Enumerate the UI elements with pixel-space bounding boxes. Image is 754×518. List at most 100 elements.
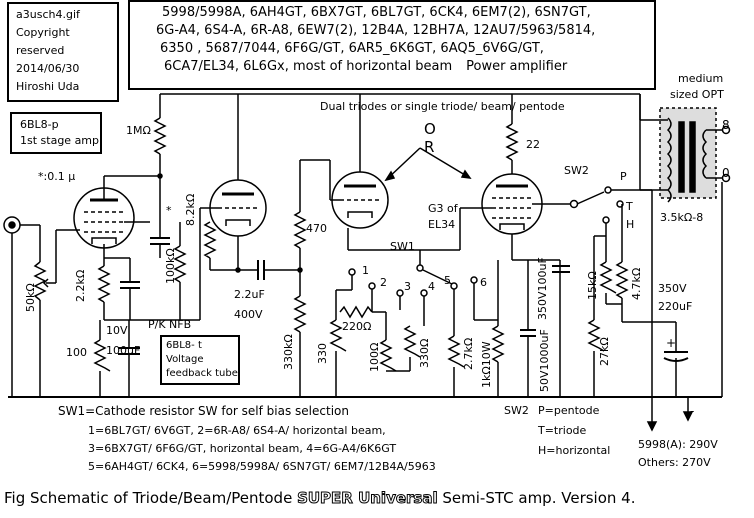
label-r-22: 22 [526, 138, 540, 151]
tube-list-line-4: 6CA7/EL34, 6L6Gx, most of horizontal bea… [164, 58, 567, 75]
resistor-8k2 [203, 221, 217, 259]
feedback-tube-desc: feedback tube [166, 368, 238, 379]
sw2-desc-triode: T=triode [538, 424, 587, 437]
sw2-desc-horizontal: H=horizontal [538, 444, 611, 457]
resistor-100b [379, 339, 397, 372]
label-sw2-h: H [626, 218, 635, 231]
resistor-330b [403, 325, 421, 358]
sw2-pos-h [602, 216, 610, 224]
label-opt-impedance: 3.5kΩ-8 [660, 211, 704, 224]
label-c-50v1000u: 50V1000uF [538, 329, 551, 392]
resistor-4k7 [615, 261, 629, 299]
label-v-350: 350V [658, 282, 687, 295]
label-r-330a: 330 [316, 343, 329, 364]
label-star: * [166, 204, 172, 217]
label-sw2-p: P [620, 170, 627, 183]
tube-list-line-2: 6G-A4, 6S4-A, 6R-A8, 6EW7(2), 12B4A, 12B… [156, 23, 596, 38]
resistor-220 [339, 305, 373, 319]
caption-emphasis: SUPER Universal [297, 489, 439, 508]
label-r-27k-b: 27kΩ [598, 337, 611, 366]
voltage-others: Others: 270V [638, 456, 711, 469]
tube-list-box: 5998/5998A, 6AH4GT, 6BX7GT, 6BL7GT, 6CK4… [128, 0, 656, 90]
label-g3-2: EL34 [428, 218, 456, 231]
label-r-8k2: 8.2kΩ [184, 193, 197, 226]
label-r-330k: 330kΩ [282, 334, 295, 370]
label-sw1: SW1 [390, 240, 415, 253]
label-c-100u: 100uF [106, 344, 141, 357]
resistor-15k [599, 261, 617, 294]
sw1-common [416, 264, 424, 272]
label-r-470: 470 [306, 222, 327, 235]
opt-outline [659, 107, 717, 199]
label-dual-triodes: Dual triodes or single triode/ beam/ pen… [320, 100, 565, 113]
label-sw2: SW2 [564, 164, 589, 177]
feedback-tube-box: 6BL8- t Voltage feedback tube [160, 335, 240, 385]
label-r-15k: 15kΩ [586, 271, 599, 300]
sw1-pos-1 [348, 268, 356, 276]
first-stage-desc: 1st stage amp [20, 134, 100, 147]
sw1-note-2: 3=6BX7GT/ 6F6G/GT, horizontal beam, 4=6G… [88, 442, 397, 455]
opt-core-right [689, 121, 696, 193]
label-r-50k: 50kΩ [24, 283, 37, 312]
label-r-100b: 100Ω [368, 342, 381, 372]
voltage-5998: 5998(A): 290V [638, 438, 718, 451]
label-r-100: 100 [66, 346, 87, 359]
label-r-220: 220Ω [342, 320, 372, 333]
label-r-100k: 100kΩ [164, 248, 177, 284]
label-o: O [424, 120, 436, 138]
info-copyright-1: Copyright [16, 26, 70, 39]
info-box: a3usch4.gif Copyright reserved 2014/06/3… [7, 2, 119, 102]
sw1-note-1: 1=6BL7GT/ 6V6GT, 2=6R-A8/ 6S4-A/ horizon… [88, 424, 386, 437]
label-c-2u2: 2.2uF [234, 288, 265, 301]
feedback-tube-voltage: Voltage [166, 354, 204, 365]
sw2-common [569, 199, 579, 209]
sw2-pos-t [616, 200, 624, 208]
info-copyright-2: reserved [16, 44, 65, 57]
tube-list-line-4-tail: Power amplifier [466, 59, 568, 74]
label-out-eight: 8 [722, 118, 730, 132]
info-filename: a3usch4.gif [16, 8, 80, 21]
label-sw1-6: 6 [480, 276, 487, 289]
out-terminal-8 [721, 125, 731, 135]
tube-list-line-3: 6350 , 5687/7044, 6F6G/GT, 6AR5_6K6GT, 6… [160, 41, 544, 56]
resistor-330a [329, 319, 347, 352]
caption-suffix: Semi-STC amp. Version 4. [437, 489, 636, 507]
sw1-pos-3 [396, 289, 404, 297]
label-r-1k10w: 1kΩ10W [480, 341, 493, 388]
sw1-note-3: 5=6AH4GT/ 6CK4, 6=5998/5998A/ 6SN7GT/ 6E… [88, 460, 436, 473]
out-terminal-0 [721, 173, 731, 183]
sw1-pos-2 [368, 282, 376, 290]
sw1-pos-6 [470, 276, 478, 284]
figure-caption: Fig Schematic of Triode/Beam/Pentode SUP… [4, 488, 635, 508]
label-cap-0-1: *:0.1 μ [38, 170, 76, 183]
label-pk-nfb: P/K NFB [148, 318, 192, 331]
first-stage-tube: 6BL8-p [20, 118, 59, 131]
resistor-27k [587, 319, 605, 352]
label-sw1-5: 5 [444, 274, 451, 287]
label-out-zero: 0 [722, 166, 730, 180]
info-author: Hiroshi Uda [16, 80, 80, 93]
label-opt-1: medium [678, 72, 724, 85]
tube-list-line-4-text: 6CA7/EL34, 6L6Gx, most of horizontal bea… [164, 59, 453, 74]
sw1-pos-4 [420, 289, 428, 297]
label-v-400: 400V [234, 308, 263, 321]
label-minus: - [690, 404, 695, 418]
sw2-pos-p [604, 186, 612, 194]
label-sw1-1: 1 [362, 264, 369, 277]
label-sw1-3: 3 [404, 280, 411, 293]
opt-core-left [678, 121, 685, 193]
label-c-350v100u: 350V100uF [536, 257, 549, 320]
label-v-10: 10V [106, 324, 128, 337]
resistor-100 [93, 339, 111, 372]
caption-prefix: Fig Schematic of Triode/Beam/Pentode [4, 489, 298, 507]
label-r-2k7a: 2.7kΩ [462, 337, 475, 370]
resistor-22 [505, 123, 519, 161]
label-plus: + [666, 336, 677, 350]
resistor-330k [293, 295, 307, 333]
feedback-tube-name: 6BL8- t [166, 340, 202, 351]
label-c-220u: 220uF [658, 300, 693, 313]
sw2-desc-pentode: P=pentode [538, 404, 600, 417]
label-r-330b: 330Ω [418, 338, 431, 368]
resistor-2k2 [97, 265, 111, 303]
